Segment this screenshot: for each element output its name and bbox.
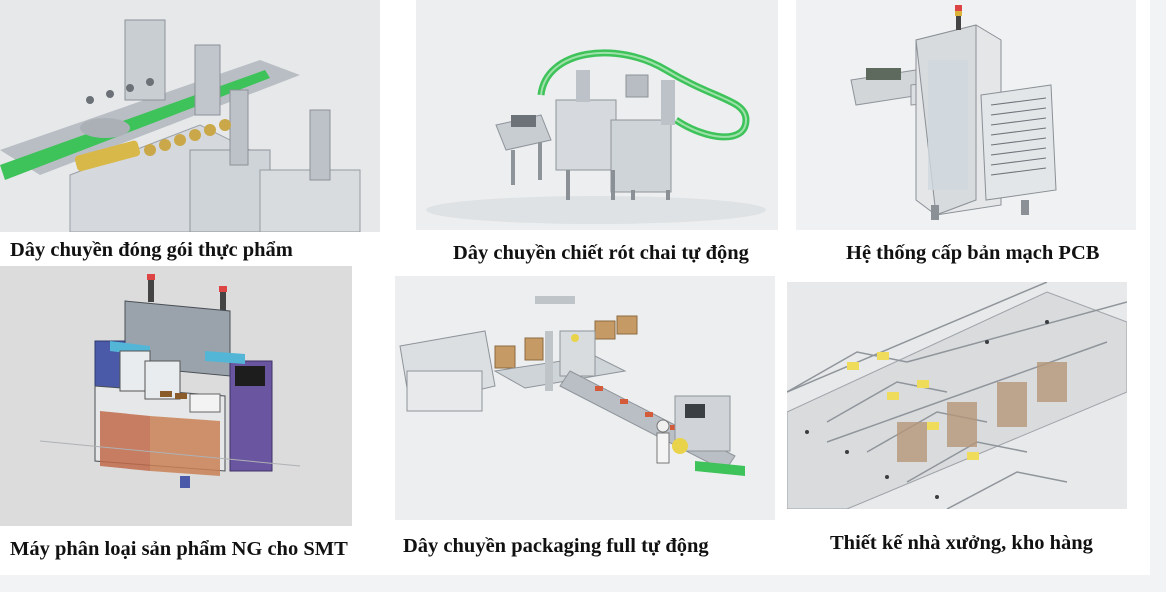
caption-ng-sorter: Máy phân loại sản phẩm NG cho SMT (10, 538, 348, 560)
food-packing-line-illustration (0, 0, 380, 232)
caption-factory-design: Thiết kế nhà xưởng, kho hàng (830, 532, 1093, 554)
factory-design-illustration (787, 282, 1127, 509)
ng-sorter-illustration (0, 266, 352, 526)
bottle-filling-line-image (416, 0, 778, 230)
full-packaging-line-illustration (395, 276, 775, 520)
caption-full-packaging: Dây chuyền packaging full tự động (403, 535, 709, 557)
pcb-loader-illustration (796, 0, 1136, 230)
bottle-filling-line-illustration (416, 0, 778, 230)
factory-design-image (787, 282, 1127, 509)
caption-bottle-filling: Dây chuyền chiết rót chai tự động (453, 242, 749, 264)
ng-sorter-image (0, 266, 352, 526)
collage-sheet: Dây chuyền đóng gói thực phẩm Dây chuyền… (0, 0, 1150, 575)
caption-pcb-loader: Hệ thống cấp bản mạch PCB (846, 242, 1100, 264)
pcb-loader-image (796, 0, 1136, 230)
full-packaging-line-image (395, 276, 775, 520)
food-packing-line-image (0, 0, 380, 232)
caption-food-packing: Dây chuyền đóng gói thực phẩm (10, 239, 293, 261)
